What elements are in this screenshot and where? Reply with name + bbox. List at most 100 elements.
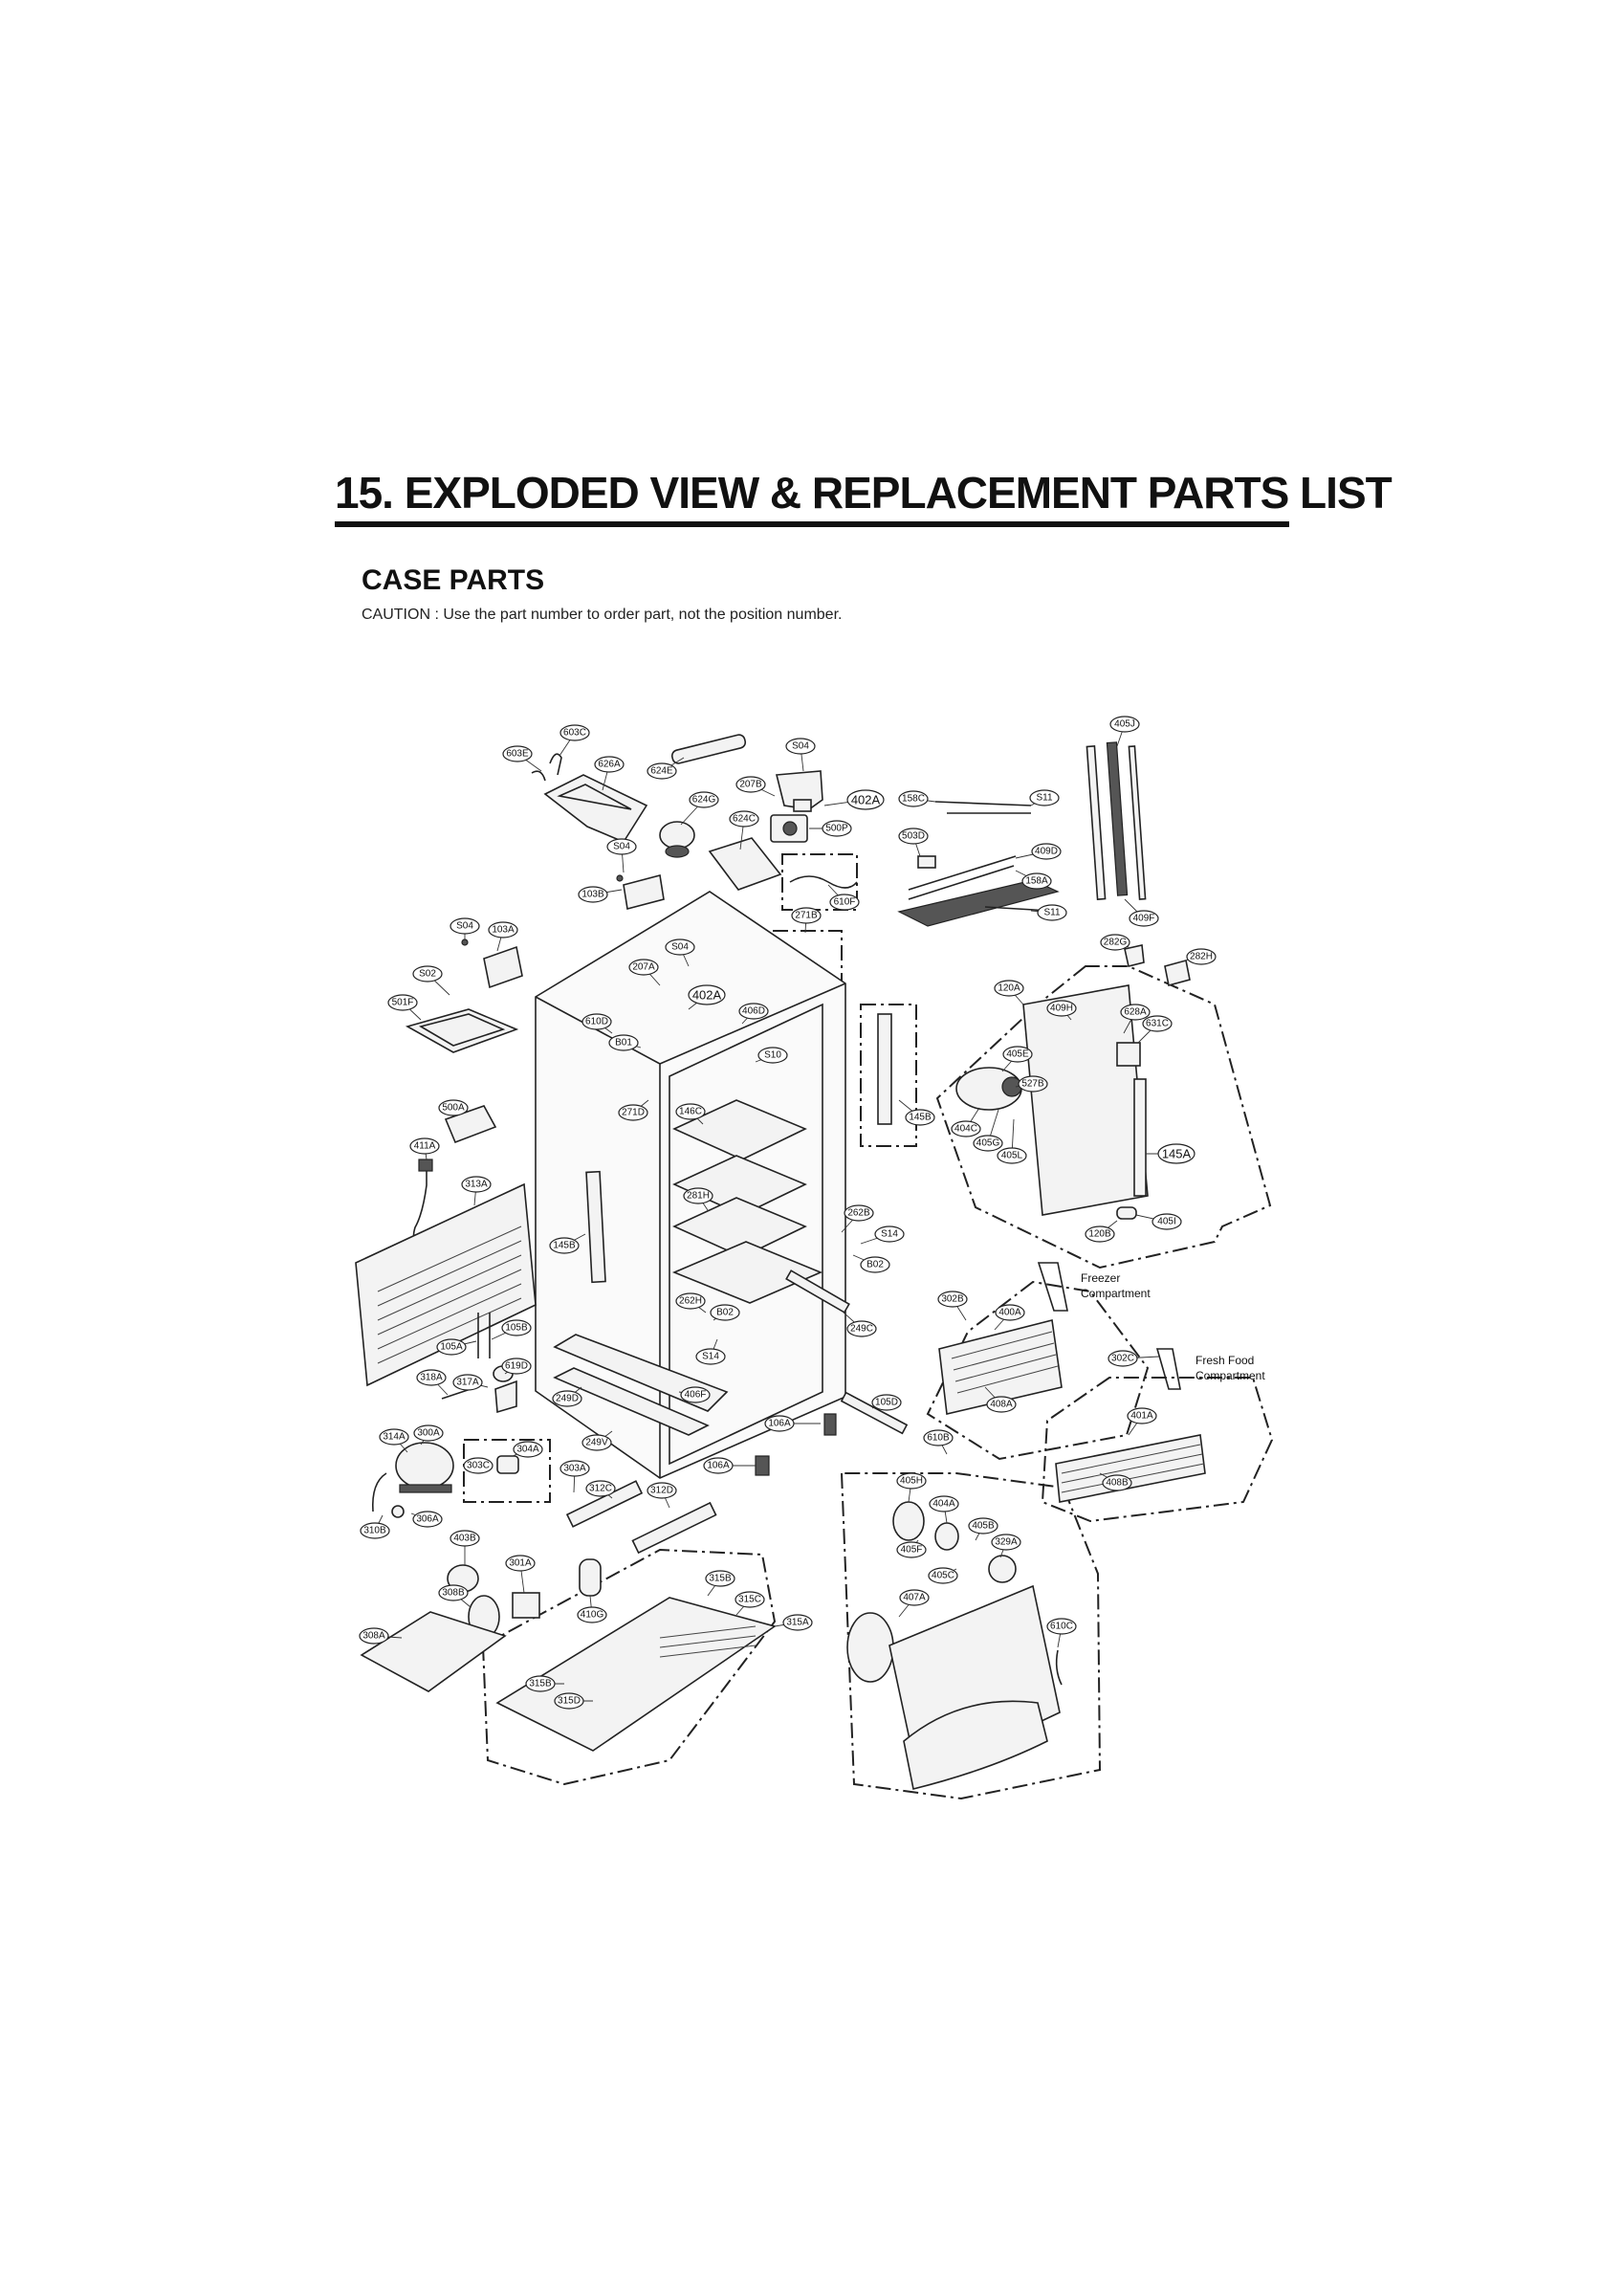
- callout-bubble: [606, 838, 637, 855]
- callout-text: 249V: [585, 1438, 608, 1448]
- callout-text: 610C: [1050, 1622, 1073, 1632]
- tray-501F: [405, 1008, 519, 1053]
- callout-145b: 145B: [549, 1233, 586, 1254]
- callout-bubble: [710, 1304, 740, 1321]
- callout-402a: 402A: [688, 984, 726, 1010]
- callout-text: 313A: [465, 1180, 488, 1190]
- rail-405J-c: [1128, 745, 1147, 900]
- callout-text: 610B: [927, 1433, 950, 1444]
- callout-bubble: [409, 1137, 440, 1155]
- shelf-281H: [672, 1197, 807, 1258]
- callout-s10: S10: [755, 1047, 788, 1064]
- callout-text: 301A: [509, 1558, 532, 1569]
- callout-bubble: [578, 886, 608, 903]
- callout-bubble: [413, 1424, 444, 1442]
- callout-158c: 158C: [898, 790, 936, 807]
- sensor-318A: [441, 1388, 472, 1400]
- shelf-146C: [672, 1099, 807, 1160]
- label-freezer-1: Freezer: [1081, 1271, 1120, 1285]
- block-207B: [793, 799, 812, 812]
- callout-text: 405B: [972, 1521, 995, 1532]
- callout-249c: 249C: [843, 1312, 877, 1337]
- caution-note: CAUTION : Use the part number to order p…: [362, 607, 843, 623]
- callout-text: S02: [419, 969, 436, 980]
- callout-120a: 120A: [994, 980, 1024, 1005]
- callout-bubble: [359, 1627, 389, 1645]
- callout-text: 408B: [1106, 1478, 1129, 1489]
- callout-text: 610D: [585, 1017, 608, 1027]
- callout-bubble: [968, 1517, 998, 1534]
- heater-302B: [1037, 1262, 1068, 1312]
- callout-bubble: [559, 724, 590, 741]
- callout-text: 315D: [558, 1696, 581, 1707]
- callout-329a: 329A: [991, 1534, 1021, 1558]
- callout-207b: 207B: [735, 776, 776, 797]
- callout-text: 158A: [1025, 876, 1048, 887]
- condenser-301A: [512, 1592, 540, 1619]
- outline-fan-assembly: [840, 1472, 1102, 1800]
- callout-bubble: [1151, 1213, 1182, 1230]
- callout-text: 105D: [875, 1398, 898, 1408]
- callout-bubble: [554, 1692, 584, 1710]
- callout-text: 106A: [768, 1419, 791, 1429]
- callout-271b: 271B: [791, 907, 822, 934]
- rail-405J-b: [1106, 741, 1129, 896]
- callout-text: 158C: [902, 794, 925, 805]
- fan-329A: [988, 1555, 1017, 1583]
- callout-text: 603E: [506, 749, 529, 760]
- vent-103A: [483, 945, 523, 989]
- callout-text: 628A: [1124, 1007, 1147, 1018]
- callout-b02: B02: [852, 1254, 890, 1273]
- callout-text: 312C: [589, 1484, 612, 1494]
- callout-text: 146C: [679, 1107, 702, 1117]
- callout-text: 404C: [954, 1124, 977, 1135]
- callout-text: 145B: [909, 1113, 932, 1123]
- callout-262b: 262B: [841, 1204, 874, 1233]
- pcb-500P-knob: [782, 821, 798, 836]
- callout-text: 314A: [383, 1432, 406, 1443]
- callout-text: 249D: [556, 1394, 579, 1404]
- callout-bubble: [1029, 789, 1060, 806]
- callout-bubble: [735, 1591, 765, 1608]
- callout-400a: 400A: [994, 1304, 1025, 1331]
- capacitor-410G: [579, 1558, 602, 1597]
- callout-bubble: [1002, 1046, 1033, 1063]
- callout-text: 315B: [709, 1574, 732, 1584]
- callout-503d: 503D: [898, 828, 929, 857]
- callout-306a: 306A: [410, 1511, 443, 1528]
- outline-machine-compartment: [481, 1548, 777, 1786]
- callout-271d: 271D: [618, 1099, 649, 1121]
- callout-text: 409D: [1035, 847, 1058, 857]
- callout-bubble: [1031, 843, 1062, 860]
- callout-624g: 624G: [680, 791, 719, 826]
- callout-bubble: [1120, 1004, 1151, 1021]
- callout-text: 282G: [1104, 938, 1128, 948]
- callout-610c: 610C: [1046, 1618, 1077, 1648]
- callout-308b: 308B: [438, 1584, 472, 1608]
- strip-158A: [908, 865, 1015, 900]
- bracket-317A: [494, 1380, 517, 1414]
- callout-text: 312D: [650, 1486, 673, 1496]
- callout-text: 400A: [998, 1308, 1021, 1318]
- rail-312D: [631, 1501, 717, 1555]
- callout-bubble: [791, 907, 822, 924]
- callout-text: 624C: [733, 814, 756, 825]
- callout-bubble: [412, 1511, 443, 1528]
- callout-text: B02: [716, 1308, 734, 1318]
- tray-624C: [708, 837, 782, 891]
- part-503D: [917, 855, 936, 869]
- callout-bubble: [412, 965, 443, 982]
- callout-302c: 302C: [1108, 1350, 1160, 1367]
- callout-bubble: [1108, 1350, 1138, 1367]
- callout-405j: 405J: [1109, 716, 1140, 747]
- callout-bubble: [577, 1606, 607, 1623]
- callout-bubble: [973, 1135, 1003, 1152]
- callout-303c: 303C: [463, 1457, 493, 1474]
- callout-bubble: [898, 828, 929, 845]
- callout-bubble: [1085, 1225, 1115, 1243]
- callout-bubble: [628, 959, 659, 976]
- callout-bubble: [581, 1013, 612, 1030]
- callout-bubble: [501, 1319, 532, 1336]
- callout-bubble: [928, 1567, 958, 1584]
